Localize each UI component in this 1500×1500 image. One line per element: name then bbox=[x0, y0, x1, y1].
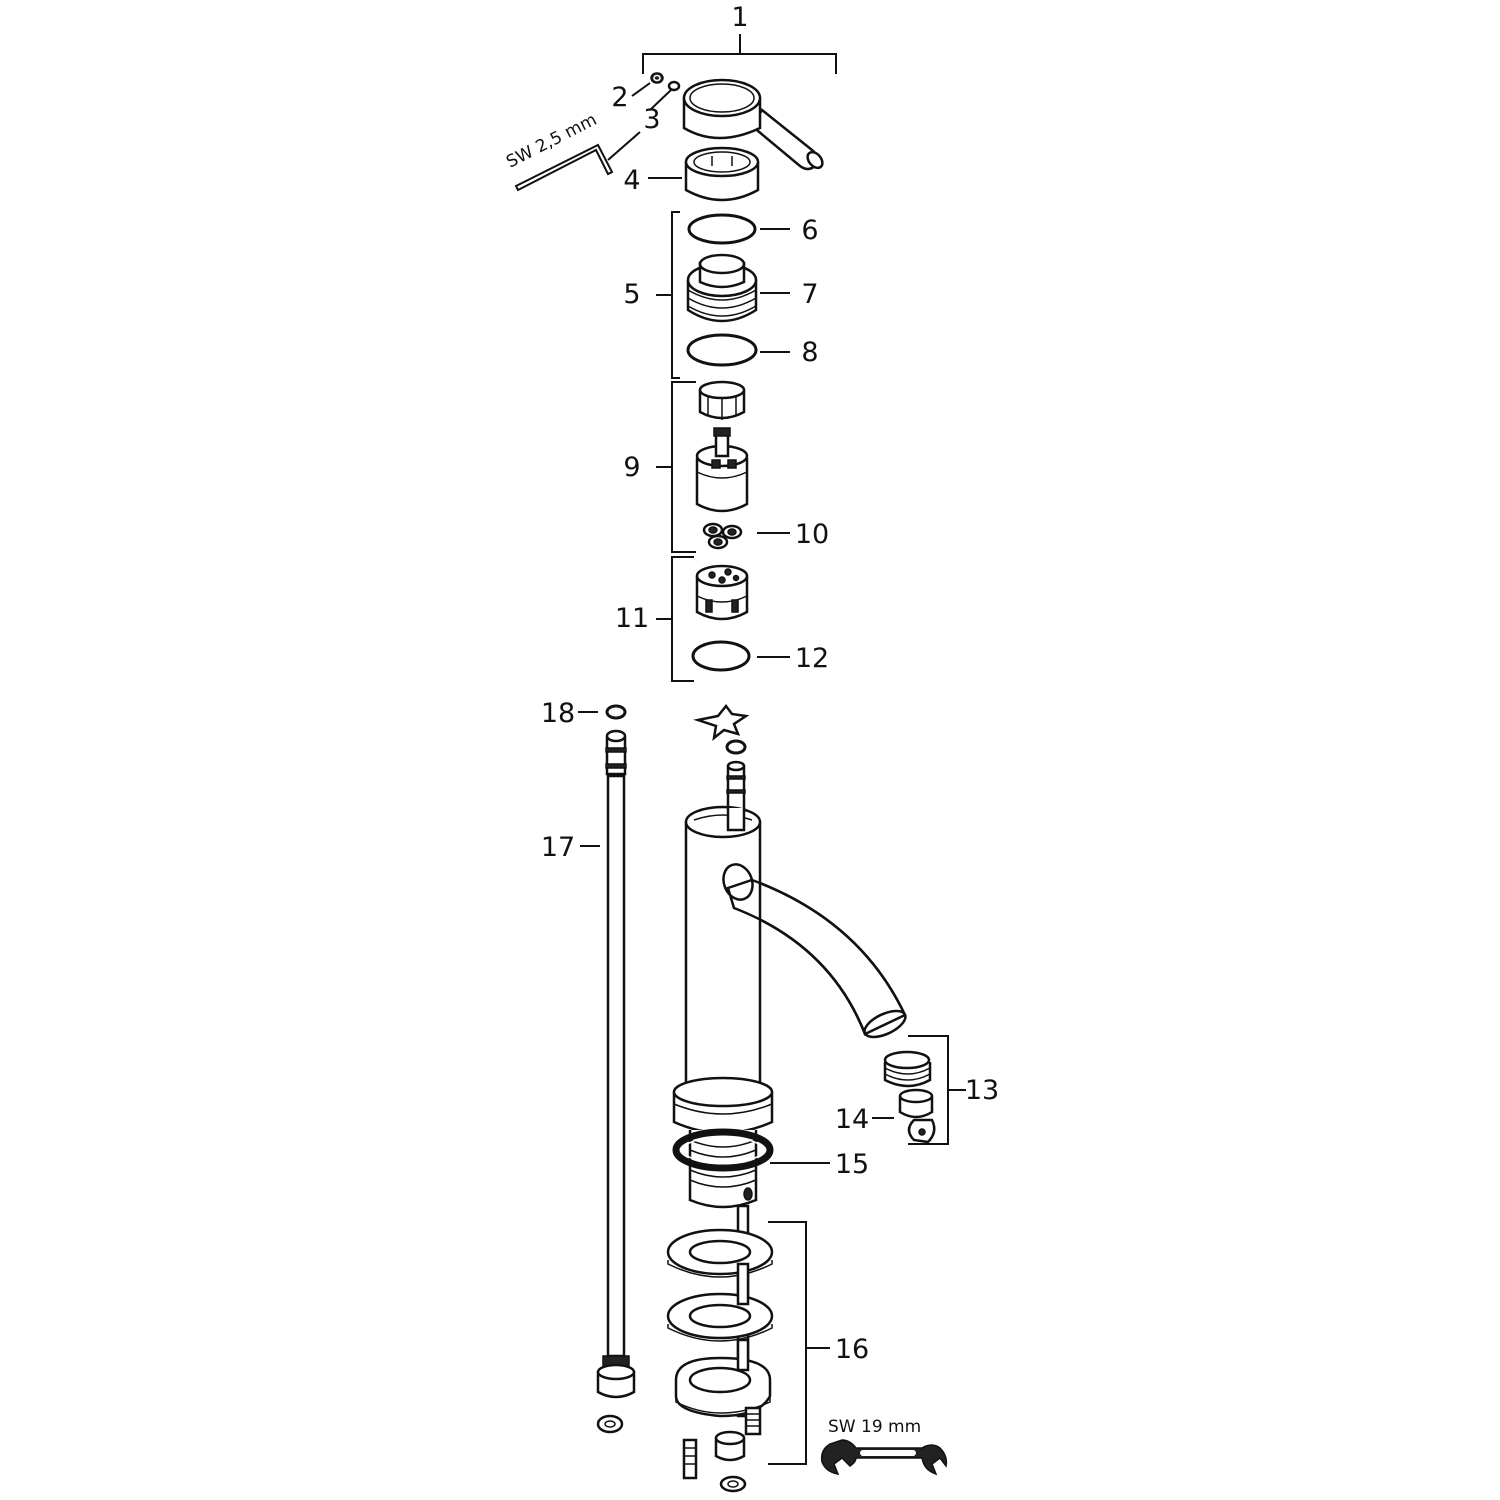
hex-key-label: SW 2,5 mm bbox=[503, 110, 600, 173]
label-5: 5 bbox=[623, 279, 640, 310]
label-16: 16 bbox=[835, 1334, 869, 1365]
aerator bbox=[883, 1050, 932, 1088]
mounting-plate bbox=[674, 1356, 772, 1418]
threaded-nut bbox=[686, 253, 758, 323]
label-18: 18 bbox=[541, 698, 575, 729]
mounting-washer-1 bbox=[666, 1228, 774, 1278]
bracket-11 bbox=[671, 556, 694, 682]
label-14: 14 bbox=[835, 1104, 869, 1135]
body-gasket bbox=[672, 1128, 774, 1172]
bracket-9 bbox=[671, 381, 696, 553]
cartridge-seals bbox=[702, 522, 743, 550]
bracket-5 bbox=[671, 211, 680, 379]
bottom-fasteners bbox=[682, 1406, 762, 1493]
hose-washer bbox=[596, 1414, 624, 1434]
cartridge-ring bbox=[698, 380, 746, 420]
label-8: 8 bbox=[801, 337, 818, 368]
aerator-key bbox=[898, 1088, 936, 1144]
label-6: 6 bbox=[801, 215, 818, 246]
small-seal bbox=[725, 739, 747, 755]
cover-cap bbox=[684, 146, 760, 202]
flex-hose bbox=[596, 729, 636, 1399]
o-ring-upper bbox=[687, 213, 757, 245]
bracket-16 bbox=[768, 1221, 807, 1465]
label-3: 3 bbox=[643, 104, 660, 135]
label-9: 9 bbox=[623, 452, 640, 483]
cartridge bbox=[695, 427, 749, 513]
bracket-1 bbox=[642, 34, 837, 74]
label-10: 10 bbox=[795, 519, 829, 550]
label-4: 4 bbox=[623, 165, 640, 196]
hex-key-icon bbox=[514, 131, 641, 192]
label-1: 1 bbox=[731, 2, 748, 33]
label-15: 15 bbox=[835, 1149, 869, 1180]
cartridge-base bbox=[695, 564, 749, 621]
leader-3a bbox=[649, 89, 672, 111]
retaining-clip bbox=[693, 703, 750, 742]
label-12: 12 bbox=[795, 643, 829, 674]
wrench-icon bbox=[820, 1439, 948, 1476]
inner-hose-connector bbox=[726, 760, 746, 812]
rod-mid bbox=[736, 1262, 750, 1306]
faucet-body bbox=[672, 805, 907, 1209]
label-2: 2 bbox=[611, 82, 628, 113]
grub-screw bbox=[650, 72, 681, 92]
rod-low bbox=[736, 1338, 750, 1372]
mounting-washer-2 bbox=[666, 1292, 774, 1342]
wrench-label: SW 19 mm bbox=[828, 1417, 921, 1437]
label-11: 11 bbox=[615, 603, 649, 634]
o-ring-base bbox=[691, 640, 751, 672]
o-ring-lower bbox=[686, 333, 758, 367]
leader-2 bbox=[631, 82, 651, 97]
hose-seal bbox=[605, 704, 627, 720]
label-7: 7 bbox=[801, 279, 818, 310]
label-17: 17 bbox=[541, 832, 575, 863]
handle-lever bbox=[682, 78, 824, 171]
label-13: 13 bbox=[965, 1075, 999, 1106]
